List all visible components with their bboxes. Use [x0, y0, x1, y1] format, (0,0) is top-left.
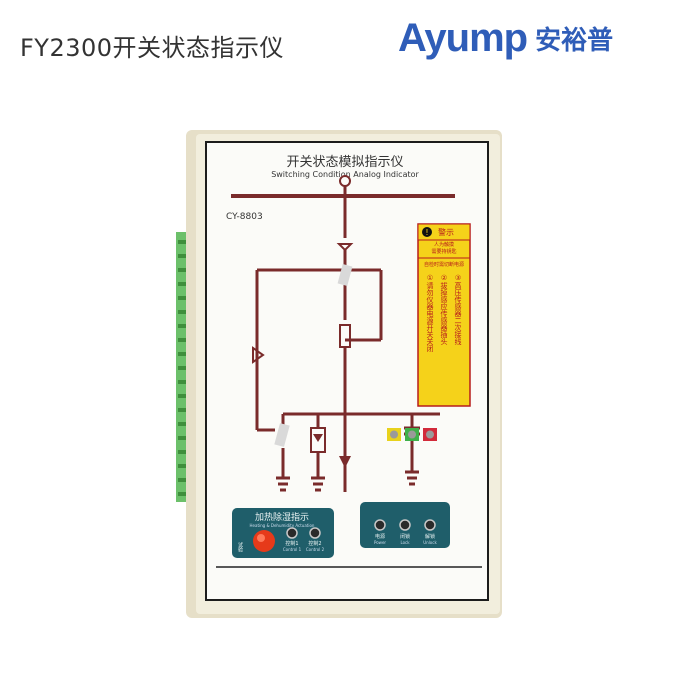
svg-text:③高压传感器二次接线: ③高压传感器二次接线 — [454, 274, 462, 345]
svg-text:自检时需切断电源: 自检时需切断电源 — [424, 261, 464, 268]
circuit-diagram — [231, 175, 455, 492]
panel-title-en: Switching Condition Analog Indicator — [271, 170, 419, 179]
product-title: FY2300开关状态指示仪 — [20, 34, 285, 62]
svg-text:解锁: 解锁 — [425, 533, 435, 540]
switch-indicator — [274, 264, 353, 447]
panel-title-cn: 开关状态模拟指示仪 — [286, 155, 403, 170]
svg-text:试验: 试验 — [237, 541, 243, 553]
control2-led — [309, 527, 321, 539]
test-button[interactable] — [253, 530, 275, 552]
unlock-led — [424, 519, 436, 531]
svg-text:Heating & Dehumidity Actuation: Heating & Dehumidity Actuation — [250, 523, 315, 528]
warning-label: ! 警示 人为触摸 需要持钥匙 自检时需切断电源 ①请勿仪器电源开关关闭 ②拔掉… — [417, 223, 471, 407]
brand-cn: 安裕普 — [535, 26, 614, 56]
svg-text:Control 1: Control 1 — [283, 547, 302, 552]
svg-text:控制1: 控制1 — [285, 540, 298, 547]
svg-text:闭锁: 闭锁 — [400, 533, 410, 540]
svg-text:①请勿仪器电源开关关闭: ①请勿仪器电源开关关闭 — [426, 274, 434, 353]
svg-text:控制2: 控制2 — [308, 540, 321, 547]
svg-text:需要持钥匙: 需要持钥匙 — [431, 248, 456, 255]
power-led — [374, 519, 386, 531]
brand-name: Ayump — [398, 16, 528, 60]
svg-text:Unlock: Unlock — [423, 540, 437, 545]
svg-text:!: ! — [425, 228, 428, 237]
svg-text:Control 2: Control 2 — [306, 547, 325, 552]
heating-panel: 加热除湿指示 Heating & Dehumidity Actuation 试验… — [232, 508, 334, 558]
svg-text:加热除湿指示: 加热除湿指示 — [255, 511, 309, 523]
warning-head: 警示 — [438, 227, 454, 237]
svg-text:人为触摸: 人为触摸 — [434, 241, 454, 248]
diagram-leds — [387, 428, 437, 441]
status-panel: 电源 Power 闭锁 Lock 解锁 Unlock — [360, 502, 450, 548]
svg-text:电源: 电源 — [375, 533, 385, 540]
model-number: CY-8803 — [226, 212, 263, 222]
control1-led — [286, 527, 298, 539]
svg-text:②拔掉感应传感器插头: ②拔掉感应传感器插头 — [440, 274, 448, 346]
svg-text:Lock: Lock — [400, 540, 410, 545]
brand-logo: Ayump 安裕普 — [398, 16, 613, 61]
svg-text:Power: Power — [374, 540, 386, 545]
lock-led — [399, 519, 411, 531]
